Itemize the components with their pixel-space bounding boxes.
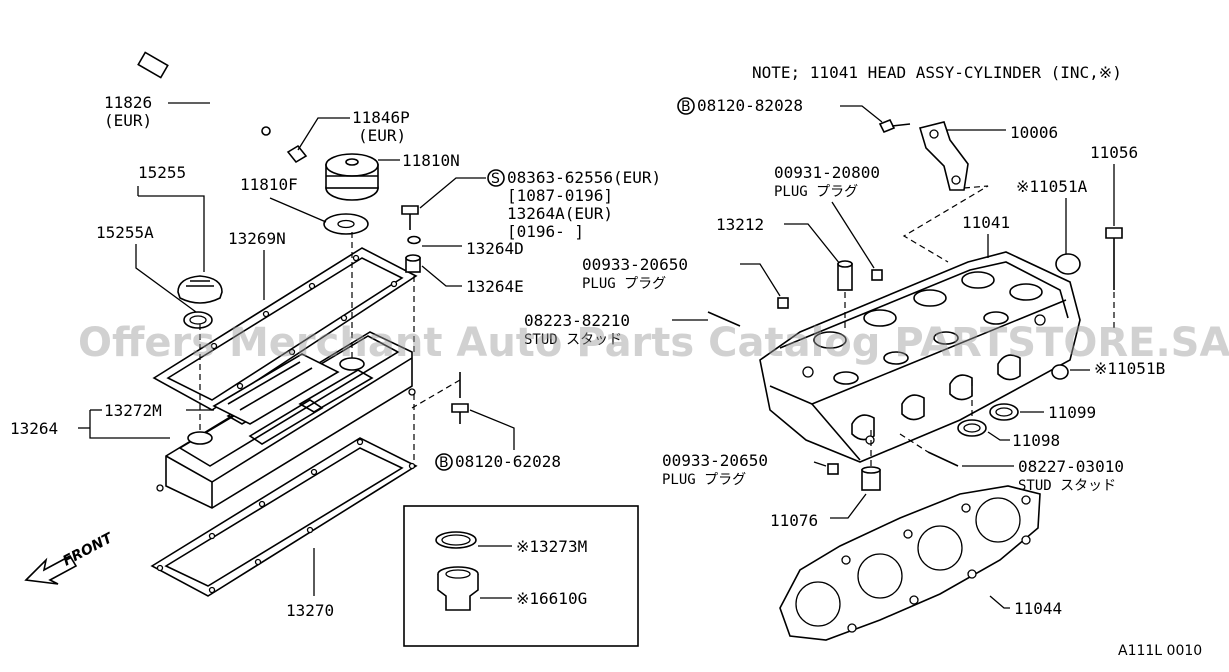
inset-box (403, 505, 639, 647)
callout-13264: 13264 (10, 419, 58, 438)
callout-11826-eur: (EUR) (104, 111, 152, 130)
callout-11846p: 11846P (352, 108, 410, 127)
note-text: NOTE; 11041 HEAD ASSY-CYLINDER (INC,※) (752, 63, 1122, 82)
callout-11810f: 11810F (240, 175, 298, 194)
callout-16610g: ※16610G (516, 589, 587, 608)
callout-10006: 10006 (1010, 123, 1058, 142)
oil-cap-15255[interactable] (177, 275, 223, 304)
plug-00933-20650-lower[interactable] (827, 463, 839, 475)
callout-00933-20650-lower: 00933-20650 (662, 451, 768, 470)
gasket-11098[interactable] (957, 419, 987, 437)
seal-15255a[interactable] (183, 311, 213, 329)
callout-11041: 11041 (962, 213, 1010, 232)
b-marker-cover-letter: B (439, 455, 449, 471)
callout-13264d: 13264D (466, 239, 524, 258)
gasket-11810f[interactable] (323, 213, 369, 235)
s-marker (487, 169, 505, 187)
callout-08223-82210: 08223-82210 (524, 311, 630, 330)
bolt-08363-62556[interactable] (401, 205, 419, 230)
callout-08363-62556: 08363-62556(EUR) (507, 168, 661, 187)
bolt-08120-62028[interactable] (411, 372, 469, 424)
callout-15255: 15255 (138, 163, 186, 182)
callout-13270: 13270 (286, 601, 334, 620)
callout-15255a: 15255A (96, 223, 154, 242)
callout-08363-range: [1087-0196] (507, 186, 613, 205)
callout-11056: 11056 (1090, 143, 1138, 162)
callout-00933-lower-desc: PLUG プラグ (662, 472, 746, 488)
gasket-11099[interactable] (989, 403, 1019, 421)
front-arrow-icon (24, 554, 78, 585)
callout-13264e: 13264E (466, 277, 524, 296)
stud-08223-82210[interactable] (707, 311, 741, 327)
cover-baffle-13272m[interactable] (212, 353, 340, 425)
callout-13273m: ※13273M (516, 537, 587, 556)
watermark: Offers Merchant Auto Parts Catalog PARTS… (78, 320, 1229, 366)
callout-13212: 13212 (716, 215, 764, 234)
o-ring-13273m[interactable] (435, 531, 477, 549)
cylinder-head-11041[interactable] (759, 251, 1081, 463)
callout-00933-upper-desc: PLUG プラグ (582, 276, 666, 292)
head-bolt-11056[interactable] (1105, 227, 1123, 290)
grommet-13264e[interactable] (405, 254, 421, 273)
fitting-11076[interactable] (861, 466, 881, 491)
callout-13269n: 13269N (228, 229, 286, 248)
b-marker-cover (435, 453, 453, 471)
seal-11051b[interactable] (1051, 364, 1069, 380)
plug-00931-20800[interactable] (871, 269, 883, 281)
callout-11098: 11098 (1012, 431, 1060, 450)
front-label: FRONT (60, 530, 116, 570)
clip-11846p[interactable] (286, 144, 308, 164)
callout-11810n: 11810N (402, 151, 460, 170)
plug-00933-20650-upper[interactable] (777, 297, 789, 309)
callout-08223-desc: STUD スタッド (524, 332, 622, 348)
stud-08227-03010[interactable] (927, 451, 959, 467)
callout-00933-20650-upper: 00933-20650 (582, 255, 688, 274)
callout-11826: 11826 (104, 93, 152, 112)
b-marker-head (677, 97, 695, 115)
callout-11044: 11044 (1014, 599, 1062, 618)
bolt-08120-82028[interactable] (878, 118, 911, 134)
callout-08227-03010: 08227-03010 (1018, 457, 1124, 476)
washer-13264d[interactable] (407, 235, 421, 245)
valve-cover-gasket-13269n[interactable] (152, 247, 418, 411)
lower-gasket-13270[interactable] (150, 437, 418, 597)
injector-11826[interactable] (137, 51, 271, 136)
callout-08120-82028: 08120-82028 (697, 96, 803, 115)
callout-11846p-eur: (EUR) (358, 126, 406, 145)
b-marker-head-letter: B (681, 99, 691, 115)
callout-13264a-range: [0196- ] (507, 222, 584, 241)
s-marker-letter: S (491, 171, 500, 187)
head-gasket-11044[interactable] (779, 485, 1041, 641)
callout-11099: 11099 (1048, 403, 1096, 422)
bracket-10006[interactable] (918, 121, 969, 191)
dowel-13212[interactable] (837, 260, 853, 291)
callout-11051b: ※11051B (1094, 359, 1165, 378)
callout-08227-desc: STUD スタッド (1018, 478, 1116, 494)
callout-13272m: 13272M (104, 401, 162, 420)
callout-00931-desc: PLUG プラグ (774, 184, 858, 200)
drawing-code: A111L 0010 (1118, 643, 1202, 659)
callout-13264a: 13264A(EUR) (507, 204, 613, 223)
seal-11051a[interactable] (1055, 253, 1081, 275)
callout-08120-62028: 08120-62028 (455, 452, 561, 471)
sleeve-16610g[interactable] (437, 566, 479, 611)
oil-filler-cap-11810n[interactable] (325, 153, 379, 201)
callout-00931-20800: 00931-20800 (774, 163, 880, 182)
callout-11076: 11076 (770, 511, 818, 530)
callout-11051a: ※11051A (1016, 177, 1088, 196)
